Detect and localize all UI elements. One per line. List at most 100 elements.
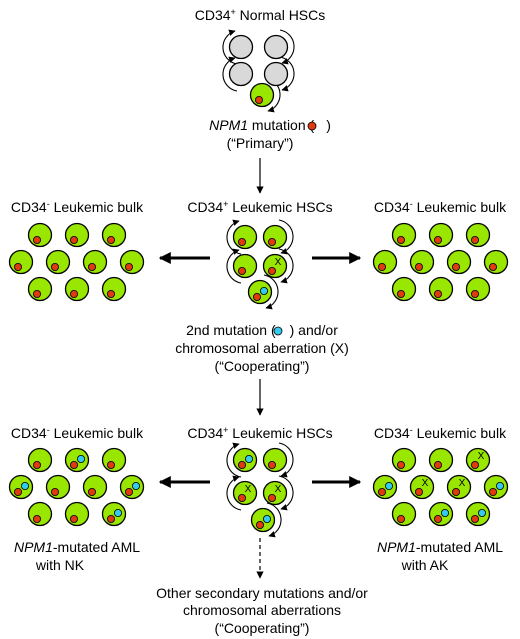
npm1-mutation-dot bbox=[414, 487, 423, 496]
leukemic-bulk-cell bbox=[8, 474, 34, 500]
npm1-mutation-dot bbox=[470, 289, 479, 298]
npm1-mutation-dot bbox=[88, 262, 97, 271]
npm1-mutation-dot bbox=[396, 515, 405, 524]
npm1-mutation-dot bbox=[107, 235, 116, 244]
leukemic-bulk-cell bbox=[119, 474, 145, 500]
second-mutation-dot bbox=[495, 481, 504, 490]
leukemic-bulk-cell bbox=[82, 249, 108, 275]
aberration-mark: X bbox=[478, 451, 485, 462]
leukemic-bulk-cell bbox=[428, 276, 454, 302]
leukemic-bulk-cell bbox=[483, 474, 509, 500]
leukemic-bulk-cell bbox=[8, 249, 34, 275]
npm1-mutation-dot bbox=[88, 487, 97, 496]
leukemic-bulk-cell bbox=[428, 222, 454, 248]
second-mutation-dot bbox=[244, 454, 253, 463]
leukemic-bulk-cell bbox=[391, 447, 417, 473]
npm1-mutation-dot bbox=[267, 493, 276, 502]
leukemic-bulk-cell: X bbox=[465, 447, 491, 473]
normal-hscs-title: CD34+ Normal HSCs bbox=[195, 7, 326, 23]
leukemic-bulk-cell bbox=[101, 276, 127, 302]
aml-nk-line2: with NK bbox=[35, 557, 85, 573]
leukemic-bulk-cell bbox=[465, 276, 491, 302]
npm1-mutation-dot bbox=[267, 266, 276, 275]
bulk-title-top-left: CD34- Leukemic bulk bbox=[11, 199, 144, 215]
leukemic-bulk-cell bbox=[27, 447, 53, 473]
second-mutation-dot bbox=[77, 454, 86, 463]
leukemic-bulk-cell bbox=[446, 249, 472, 275]
bulk-title-bottom-right: CD34- Leukemic bulk bbox=[374, 425, 507, 441]
npm1-mutation-dot bbox=[377, 262, 386, 271]
aml-nk-label: NPM1-mutated AML bbox=[14, 539, 140, 555]
npm1-mutation-dot bbox=[252, 292, 261, 301]
npm1-mutation-dot bbox=[33, 289, 42, 298]
npm1-mutation-dot bbox=[70, 460, 79, 469]
npm1-mutation-dot bbox=[396, 289, 405, 298]
npm1-mutation-dot bbox=[13, 262, 22, 271]
self-renewal-arc bbox=[226, 442, 242, 478]
npm1-mutation-legend-dot bbox=[307, 121, 317, 131]
npm1-mutation-dot bbox=[70, 515, 79, 524]
leukemic-bulk-cell bbox=[64, 276, 90, 302]
npm1-mutation-dot bbox=[255, 521, 264, 530]
self-renewal-arc bbox=[226, 248, 242, 284]
self-renewal-arc bbox=[279, 29, 295, 65]
leukemic-hsc bbox=[232, 447, 258, 473]
leukemic-hsc: X bbox=[232, 480, 258, 506]
leukemic-bulk-cell bbox=[428, 447, 454, 473]
leukemic-hsc bbox=[232, 224, 258, 250]
npm1-mutation-dot bbox=[237, 460, 246, 469]
leukemic-hsc bbox=[232, 253, 258, 279]
other-mutations-line2: chromosomal aberrations bbox=[183, 602, 341, 618]
other-mutations-line3: (“Cooperating”) bbox=[215, 620, 310, 636]
npm1-mutation-dot bbox=[33, 515, 42, 524]
npm1-mutation-dot bbox=[13, 487, 22, 496]
npm1-mutation-dot bbox=[377, 487, 386, 496]
cooperating-tag: (“Cooperating”) bbox=[215, 358, 310, 374]
npm1-mutation-dot bbox=[396, 235, 405, 244]
leukemic-hsc-second-mutation bbox=[250, 507, 276, 533]
npm1-mutation-dot bbox=[51, 487, 60, 496]
other-mutations-line1: Other secondary mutations and/or bbox=[156, 585, 368, 601]
npm1-mutation-dot bbox=[488, 262, 497, 271]
second-mutation-label: 2nd mutation () and/or bbox=[186, 322, 338, 338]
normal-hsc bbox=[263, 61, 289, 87]
self-renewal-arc bbox=[266, 502, 282, 538]
npm1-mutation-dot bbox=[470, 235, 479, 244]
self-renewal-arc bbox=[279, 56, 295, 92]
npm1-mutation-dot bbox=[433, 515, 442, 524]
leukemic-bulk-cell bbox=[101, 501, 127, 527]
npm1-mutation-dot bbox=[33, 460, 42, 469]
second-mutation-dot bbox=[20, 481, 29, 490]
npm1-mutation-dot bbox=[488, 487, 497, 496]
aml-ak-label: NPM1-mutated AML bbox=[377, 539, 503, 555]
leukemic-bulk-cell bbox=[82, 474, 108, 500]
leukemic-bulk-cell bbox=[64, 222, 90, 248]
leukemic-bulk-cell bbox=[391, 222, 417, 248]
aberration-mark: X bbox=[245, 484, 252, 495]
self-renewal-arc bbox=[278, 219, 294, 255]
npm1-mutation-dot bbox=[254, 96, 263, 105]
primary-leukemic-hsc bbox=[249, 82, 275, 108]
primary-tag: (“Primary”) bbox=[227, 135, 294, 151]
npm1-mutation-dot bbox=[470, 460, 479, 469]
second-mutation-dot bbox=[384, 481, 393, 490]
second-mutation-dot bbox=[114, 508, 123, 517]
npm1-mutation-dot bbox=[267, 460, 276, 469]
lsc-title-top: CD34+ Leukemic HSCs bbox=[187, 199, 332, 215]
leukemic-hsc bbox=[262, 224, 288, 250]
npm1-mutation-dot bbox=[414, 262, 423, 271]
aberration-mark: X bbox=[275, 484, 282, 495]
leukemic-bulk-cell bbox=[465, 501, 491, 527]
second-mutation-dot bbox=[477, 508, 486, 517]
chromosomal-aberration-label: chromosomal aberration (X) bbox=[175, 340, 349, 356]
leukemic-bulk-cell: X bbox=[446, 474, 472, 500]
npm1-mutation-dot bbox=[237, 266, 246, 275]
aberration-mark: X bbox=[459, 478, 466, 489]
leukemic-hsc-second-mutation bbox=[247, 279, 273, 305]
leukemic-bulk-cell bbox=[101, 222, 127, 248]
leukemic-bulk-cell bbox=[45, 474, 71, 500]
self-renewal-arc bbox=[222, 56, 238, 92]
npm1-mutation-dot bbox=[107, 460, 116, 469]
npm1-mutation-dot bbox=[433, 235, 442, 244]
arrows bbox=[158, 158, 362, 579]
